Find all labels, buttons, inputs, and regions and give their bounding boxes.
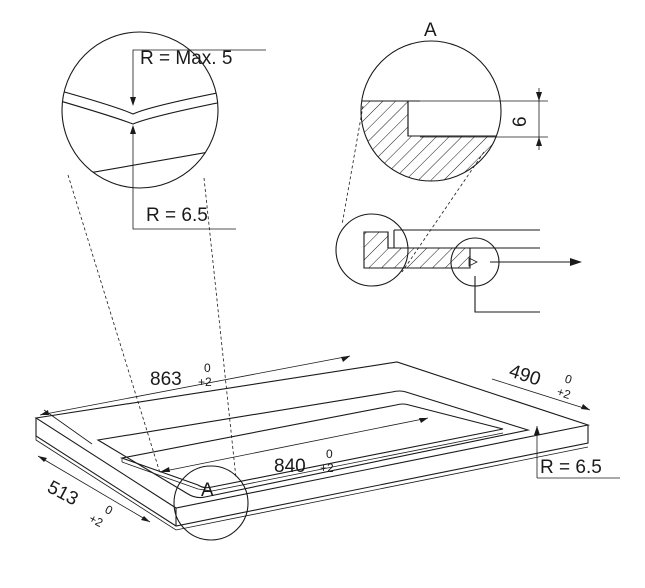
- radius-right-callout: R = 6.5: [534, 426, 620, 479]
- projection-lines-left: [67, 174, 237, 479]
- dimension-840-value: 840: [274, 456, 306, 477]
- dimension-513: 513 0 +2: [37, 455, 151, 530]
- dimension-863-tol-upper: 0: [204, 361, 211, 375]
- dimension-840-tol-upper: 0: [326, 447, 333, 461]
- detail-corner-radius: R = Max. 5 R = 6.5: [61, 31, 266, 230]
- dimension-840-tol-lower: +2: [320, 461, 334, 475]
- detail-a-bottom-label: A: [201, 480, 214, 501]
- worktop-section: [363, 231, 471, 269]
- dimension-513-tol-lower: +2: [87, 511, 106, 530]
- dimension-863-value: 863: [150, 369, 182, 390]
- countertop-lower-edge: [35, 436, 589, 531]
- cutout-outer-edge: [96, 390, 531, 499]
- radius-mid-label: R = 6.5: [146, 205, 208, 226]
- small-cross-section: [335, 213, 582, 313]
- dimension-490-tol-lower: +2: [555, 385, 573, 403]
- countertop: [34, 361, 591, 531]
- dimension-490-tol-upper: 0: [563, 372, 574, 387]
- radius-max-label: R = Max. 5: [140, 48, 232, 69]
- detail-a-marker: A: [173, 465, 249, 541]
- dimension-863: 863 0 +2: [39, 355, 351, 445]
- dimension-490-value: 490: [506, 361, 543, 391]
- radius-right-label: R = 6.5: [540, 457, 602, 478]
- dimension-840: 840 0 +2: [159, 417, 429, 477]
- detail-section-a: A 6: [360, 20, 548, 182]
- cutout-step-bottom: [121, 432, 504, 492]
- depth-label: 6: [510, 116, 531, 127]
- dimension-513-tol-upper: 0: [103, 502, 116, 518]
- dimension-490: 490 0 +2: [491, 361, 591, 411]
- cutout-inner-edge: [119, 403, 504, 489]
- detail-a-top-label: A: [424, 20, 437, 41]
- dimension-863-tol-lower: +2: [198, 375, 212, 389]
- dimension-513-value: 513: [44, 477, 82, 510]
